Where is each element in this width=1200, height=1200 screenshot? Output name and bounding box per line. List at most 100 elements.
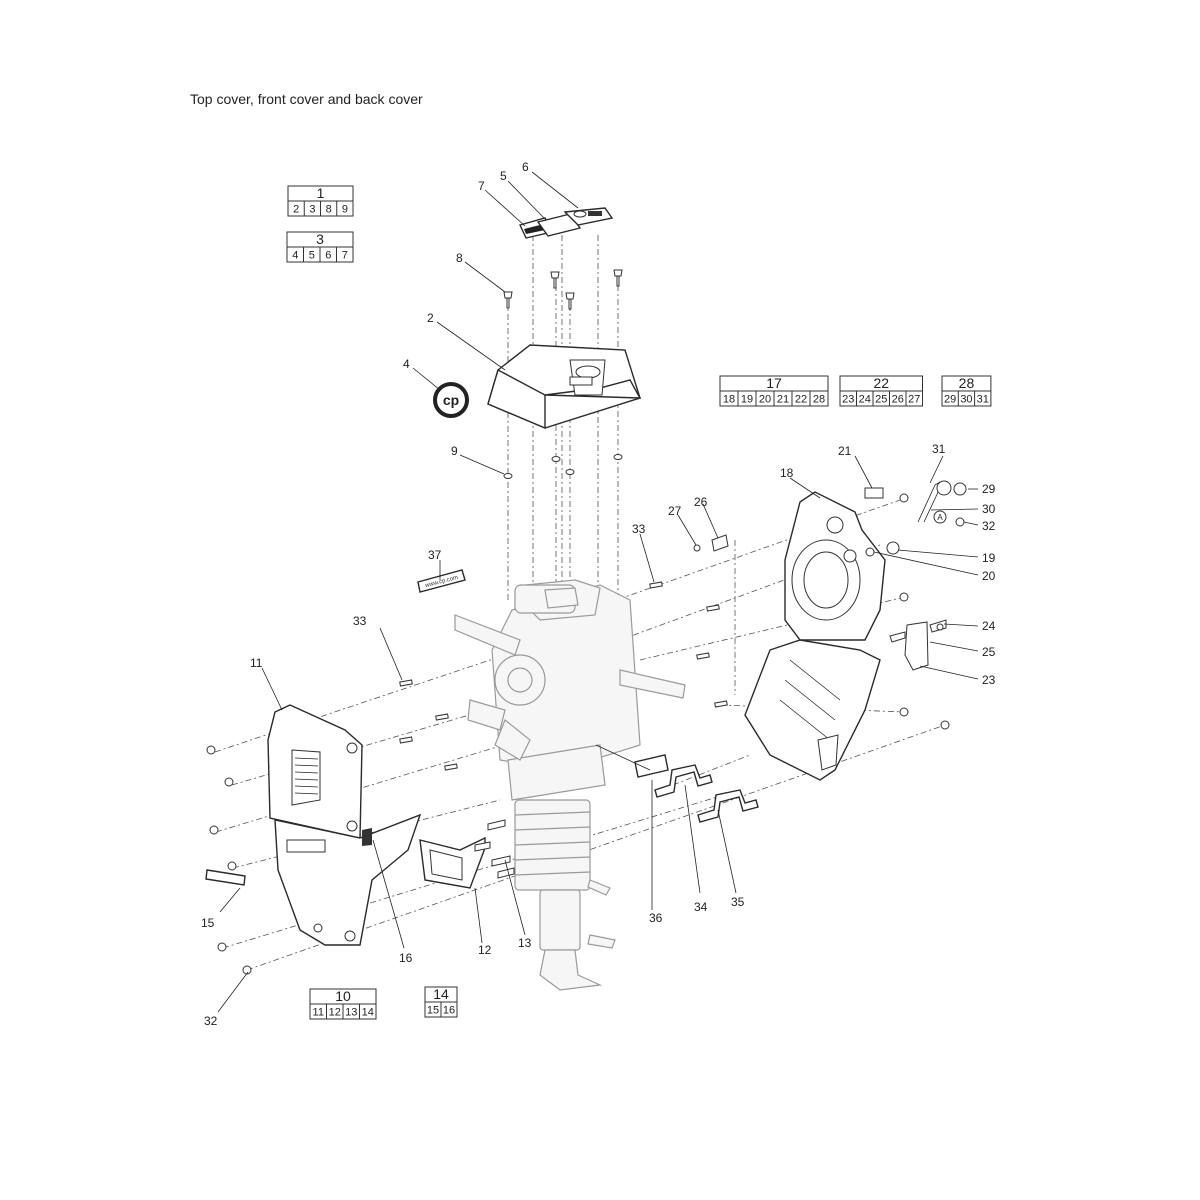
callout-23: 23 <box>982 673 996 687</box>
callout-7: 7 <box>478 179 485 193</box>
kit-table-cell: 23 <box>842 394 854 406</box>
kit-table-cell: 28 <box>813 394 825 406</box>
lower-front-cover[interactable] <box>274 813 422 946</box>
screws-8 <box>503 269 623 310</box>
kit-table-head: 10 <box>335 988 351 1004</box>
kit-table-cell: 7 <box>342 250 348 262</box>
callout-6: 6 <box>522 160 529 174</box>
marker-a-text: A <box>937 513 943 522</box>
clamp-34[interactable] <box>654 764 713 798</box>
kit-table-cell: 27 <box>908 394 920 406</box>
callout-16: 16 <box>399 951 413 965</box>
callout-35: 35 <box>731 895 745 909</box>
kit-table-cell: 18 <box>723 394 735 406</box>
callout-27: 27 <box>668 504 682 518</box>
kit-table-10: 10 11 12 13 14 <box>309 988 377 1020</box>
kit-table-cell: 2 <box>293 204 299 216</box>
kit-table-cell: 14 <box>362 1007 374 1019</box>
callout-21: 21 <box>838 444 852 458</box>
kit-table-cell: 29 <box>944 394 956 406</box>
cable-assembly[interactable] <box>917 480 967 523</box>
marker-a: A <box>933 510 947 524</box>
callout-20: 20 <box>982 569 996 583</box>
kit-table-head: 1 <box>317 185 325 201</box>
kit-table-14: 14 15 16 <box>424 986 458 1018</box>
kit-table-cell: 6 <box>325 250 331 262</box>
callout-33-front: 33 <box>353 614 367 628</box>
callout-9: 9 <box>451 444 458 458</box>
kit-table-cell: 5 <box>309 250 315 262</box>
kit-table-head: 14 <box>433 986 449 1002</box>
kit-table-cell: 12 <box>329 1007 341 1019</box>
kit-table-cell: 13 <box>345 1007 357 1019</box>
kit-table-cell: 26 <box>892 394 904 406</box>
callout-8: 8 <box>456 251 463 265</box>
back-small-parts <box>693 487 965 730</box>
kit-table-22: 22 23 24 25 26 27 <box>839 375 923 407</box>
kit-table-head: 22 <box>873 375 889 391</box>
kit-table-cell: 16 <box>443 1005 455 1017</box>
callout-19: 19 <box>982 551 996 565</box>
kit-table-cell: 30 <box>960 394 972 406</box>
callout-32-front: 32 <box>204 1014 218 1028</box>
top-cover-labels[interactable] <box>519 207 614 239</box>
kit-table-cell: 25 <box>875 394 887 406</box>
callout-12: 12 <box>478 943 492 957</box>
cp-logo-text: cp <box>443 392 459 408</box>
callout-13: 13 <box>518 936 532 950</box>
back-cover[interactable] <box>744 491 886 781</box>
callout-leaders <box>217 171 979 1013</box>
callout-2: 2 <box>427 311 434 325</box>
kit-table-cell: 9 <box>342 204 348 216</box>
studs-33 <box>399 581 728 771</box>
decal-15[interactable] <box>205 869 246 886</box>
kit-table-cell: 21 <box>777 394 789 406</box>
callout-30: 30 <box>982 502 996 516</box>
kit-table-cell: 31 <box>977 394 989 406</box>
label-36[interactable] <box>634 754 669 778</box>
kit-table-cell: 19 <box>741 394 753 406</box>
front-cover[interactable] <box>267 704 363 839</box>
kit-table-cell: 8 <box>326 204 332 216</box>
callout-18: 18 <box>780 466 794 480</box>
machine-body <box>454 579 686 991</box>
callout-15: 15 <box>201 916 215 930</box>
callout-5: 5 <box>500 169 507 183</box>
front-nuts <box>206 745 252 975</box>
cp-logo-decal[interactable]: cp <box>433 382 469 418</box>
kit-table-cell: 22 <box>795 394 807 406</box>
callout-labels: 7 5 6 8 2 4 9 11 15 16 12 13 32 33 37 33… <box>201 160 996 1028</box>
callout-29: 29 <box>982 482 996 496</box>
kit-table-head: 28 <box>959 375 975 391</box>
kit-table-cell: 3 <box>309 204 315 216</box>
top-cover[interactable] <box>487 344 642 430</box>
callout-26: 26 <box>694 495 708 509</box>
callout-11: 11 <box>250 656 263 670</box>
callout-34: 34 <box>694 900 708 914</box>
callout-32-back: 32 <box>982 519 996 533</box>
callout-4: 4 <box>403 357 410 371</box>
callout-24: 24 <box>982 619 996 633</box>
decal-37[interactable]: www.cp.com <box>417 569 466 593</box>
clamp-35[interactable] <box>697 789 759 823</box>
kit-table-cell: 4 <box>292 250 298 262</box>
kit-table-17: 17 18 19 20 21 22 28 <box>719 375 829 407</box>
callout-37: 37 <box>428 548 442 562</box>
washers-9 <box>503 454 623 479</box>
kit-table-cell: 11 <box>313 1007 324 1019</box>
callout-33-back: 33 <box>632 522 646 536</box>
kit-table-cell: 15 <box>427 1005 439 1017</box>
callout-25: 25 <box>982 645 996 659</box>
kit-table-cell: 20 <box>759 394 771 406</box>
kit-table-head: 17 <box>766 375 782 391</box>
callout-36: 36 <box>649 911 663 925</box>
page-title: Top cover, front cover and back cover <box>190 91 423 107</box>
kit-table-head: 3 <box>316 231 324 247</box>
kit-table-cell: 24 <box>859 394 871 406</box>
screws-13 <box>474 819 515 879</box>
